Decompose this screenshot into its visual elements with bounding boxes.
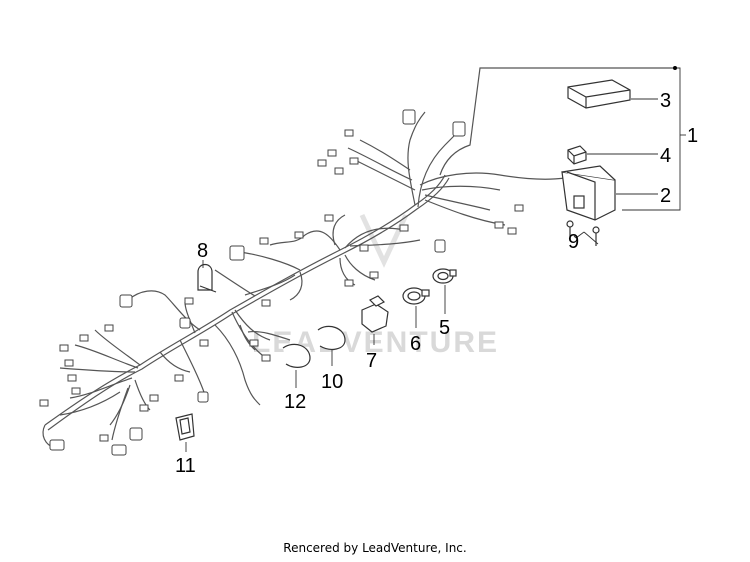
credit-text: Rencered by LeadVenture, Inc. [283,541,467,555]
part-8-clip[interactable] [197,263,217,293]
callout-2: 2 [660,185,671,207]
assembly-bracket [622,66,686,211]
callout-12: 12 [284,391,306,413]
part-7-relay[interactable] [361,295,389,333]
part-5-clamp[interactable] [432,268,457,284]
callout-4: 4 [660,145,671,167]
callout-9: 9 [568,231,579,253]
part-4-fuse[interactable] [567,145,587,165]
part-10-ring[interactable] [317,325,346,350]
wiring-harness[interactable] [39,67,675,456]
callout-8: 8 [197,240,208,262]
part-12-ring[interactable] [282,343,311,368]
callout-10: 10 [321,371,343,393]
part-11-bracket[interactable] [175,413,195,441]
callout-3: 3 [660,90,671,112]
callout-1: 1 [687,125,698,147]
callout-5: 5 [439,317,450,339]
part-2-fuse-box[interactable] [561,165,616,221]
leader-lines [185,98,658,452]
callout-6: 6 [410,333,421,355]
part-9-screws[interactable] [566,220,600,246]
part-3-cover[interactable] [567,79,631,109]
callouts: 1 2 3 4 5 6 7 8 9 10 12 11 [175,90,698,477]
callout-7: 7 [366,350,377,372]
part-6-clamp[interactable] [402,287,430,305]
callout-11: 11 [175,455,196,477]
